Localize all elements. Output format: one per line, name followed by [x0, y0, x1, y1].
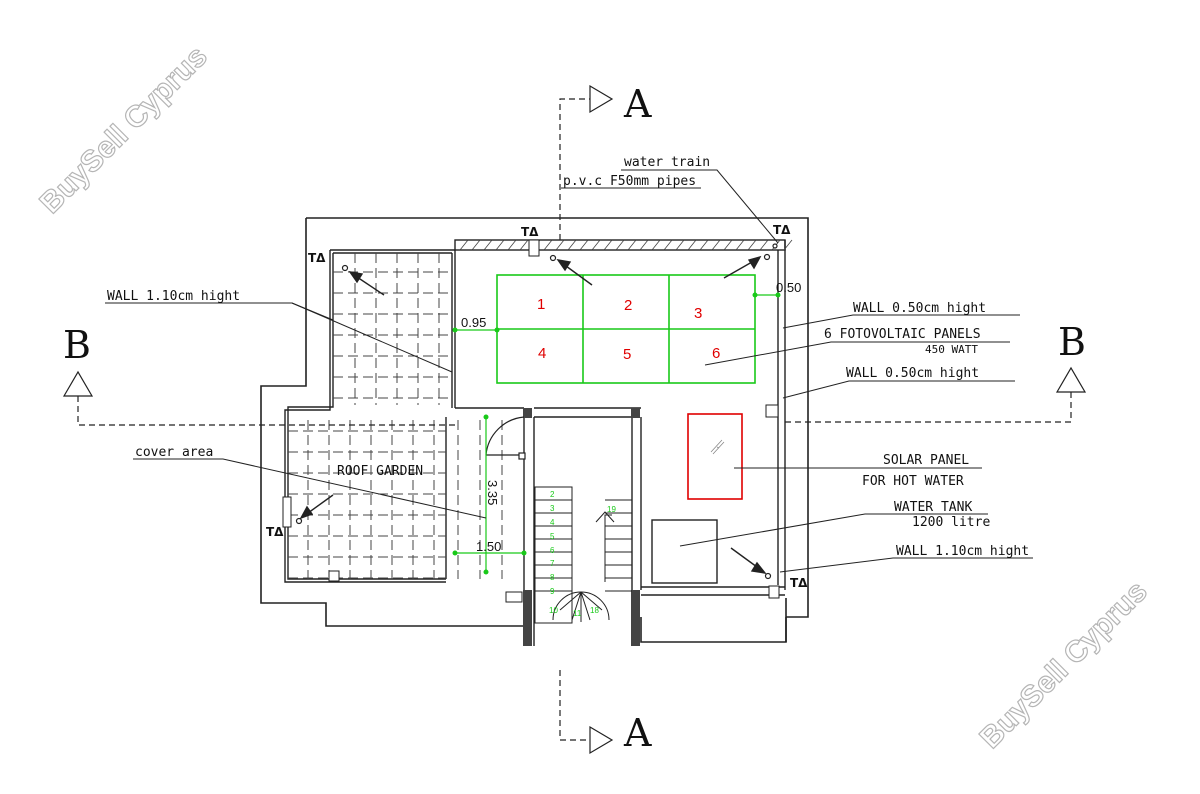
dimension-150: 1.50: [476, 539, 501, 554]
stair-step-number: 9: [550, 587, 555, 596]
stair-step-number: 4: [550, 518, 555, 527]
leader-lines: [105, 169, 1033, 573]
label-water-train: water train: [624, 155, 710, 170]
wall-stubs: [505, 408, 640, 646]
label-water-tank-capacity: 1200 litre: [912, 515, 990, 530]
label-wall-110-left: WALL 1.10cm hight: [107, 289, 240, 304]
panel-number-4: 4: [538, 345, 546, 362]
label-water-tank: WATER TANK: [894, 500, 972, 515]
door-swing: [485, 416, 526, 460]
stair-step-number: 5: [550, 532, 555, 541]
stair-step-number: 8: [550, 573, 555, 582]
roof-garden-tiles: [288, 253, 503, 579]
drain-points: [286, 243, 778, 594]
panel-number-1: 1: [537, 296, 545, 313]
photovoltaic-panel-grid: [496, 274, 756, 384]
stair-step-number: 19: [607, 505, 616, 514]
dimension-095: 0.95: [461, 315, 486, 330]
section-marker-b-left: B: [63, 323, 91, 367]
label-roof-garden: ROOF GARDEN: [337, 464, 423, 479]
drain-mark-top-right: ΤΔ: [773, 223, 791, 237]
staircase: 2 3 4 5 6 7 8 9 10 11 18 19: [534, 486, 632, 624]
panel-number-2: 2: [624, 297, 632, 314]
dimension-050: 0.50: [776, 280, 801, 295]
label-fotovoltaic-panels: 6 FOTOVOLTAIC PANELS: [824, 327, 981, 342]
stair-step-number: 18: [590, 606, 599, 615]
stair-step-number: 7: [550, 559, 555, 568]
label-wall-050-top: WALL 0.50cm hight: [853, 301, 986, 316]
panel-number-6: 6: [712, 345, 720, 362]
stair-step-number: 11: [573, 609, 582, 618]
watermark-top-left: BuySell Cyprus: [34, 40, 214, 220]
stair-step-number: 2: [550, 490, 555, 499]
dimension-lines: [455, 294, 778, 572]
stair-step-number: 10: [549, 606, 558, 615]
panel-number-5: 5: [623, 346, 631, 363]
section-marker-b-right: B: [1058, 320, 1086, 364]
slope-arrows: [299, 255, 767, 574]
drain-mark-bottom-right: ΤΔ: [790, 576, 808, 590]
watermark-bottom-right: BuySell Cyprus: [974, 575, 1154, 755]
label-wall-110-right: WALL 1.10cm hight: [896, 544, 1029, 559]
section-lines: [62, 84, 1087, 755]
label-pvc-pipes: p.v.c F50mm pipes: [563, 174, 696, 189]
drain-mark-top-center: ΤΔ: [521, 225, 539, 239]
panel-number-3: 3: [694, 305, 702, 322]
label-cover-area: cover area: [135, 445, 213, 460]
solar-panel: [687, 413, 743, 500]
dimension-335: 3.35: [485, 480, 500, 505]
label-watt: 450 WATT: [925, 343, 978, 356]
label-for-hot-water: FOR HOT WATER: [862, 474, 964, 489]
building-outline: [260, 217, 809, 643]
section-marker-a-top: A: [623, 82, 652, 126]
section-marker-a-bottom: A: [623, 711, 652, 755]
label-solar-panel: SOLAR PANEL: [883, 453, 969, 468]
water-tank: [651, 519, 718, 584]
stair-step-number: 3: [550, 504, 555, 513]
drain-mark-left: ΤΔ: [266, 525, 284, 539]
label-wall-050-right: WALL 0.50cm hight: [846, 366, 979, 381]
drain-mark-top-left: ΤΔ: [308, 251, 326, 265]
stair-step-number: 6: [550, 546, 555, 555]
